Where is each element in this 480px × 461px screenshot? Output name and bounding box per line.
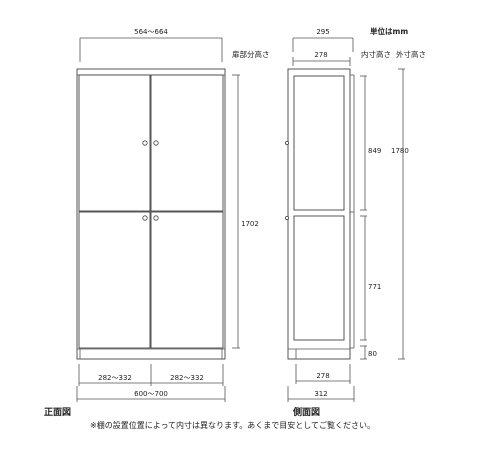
door-top-left <box>78 74 151 212</box>
side-knob-icon <box>284 140 289 145</box>
side-view-title: 側面図 <box>292 406 320 418</box>
door-bottom-right <box>150 211 224 349</box>
door-total-height-label: 1702 <box>241 220 259 228</box>
footnote: ※棚の設置位置によって内寸は異なります。あくまで目安としてご覧ください。 <box>90 420 375 430</box>
side-inner-depth-top-label: 278 <box>314 51 327 59</box>
door-knob-icon <box>153 140 159 146</box>
side-inner-upper <box>293 75 345 211</box>
door-knob-icon <box>153 215 159 221</box>
outer-height-header: 外寸高さ <box>396 49 426 59</box>
door-knob-icon <box>142 140 148 146</box>
outer-height-label: 1780 <box>391 147 409 155</box>
door-width-right-label: 282～332 <box>170 374 204 382</box>
side-knob-icon <box>284 215 289 220</box>
inner-height-header: 内寸高さ <box>361 49 391 59</box>
side-inner-depth-bottom-label: 278 <box>316 372 329 380</box>
door-knob-icon <box>142 215 148 221</box>
side-overall-depth-label: 312 <box>314 390 327 398</box>
door-width-left-label: 282～332 <box>98 374 132 382</box>
door-top-right <box>150 74 224 212</box>
upper-inner-height-label: 849 <box>368 147 381 155</box>
front-view: 564～664 1702 282～332 282～332 <box>44 28 259 418</box>
front-view-title: 正面図 <box>44 407 71 418</box>
door-bottom-left <box>78 211 151 349</box>
front-top-width-label: 564～664 <box>134 28 168 36</box>
door-height-header: 扉部分高さ <box>232 49 270 59</box>
lower-inner-height-label: 771 <box>368 283 381 291</box>
side-inner-lower <box>293 215 345 341</box>
overall-width-label: 600～700 <box>134 390 168 398</box>
side-top-depth-label: 295 <box>316 28 329 36</box>
plinth-height-label: 80 <box>368 350 377 358</box>
unit-label: 単位はmm <box>370 26 408 36</box>
side-view: 295 278 849 771 80 <box>284 28 409 418</box>
